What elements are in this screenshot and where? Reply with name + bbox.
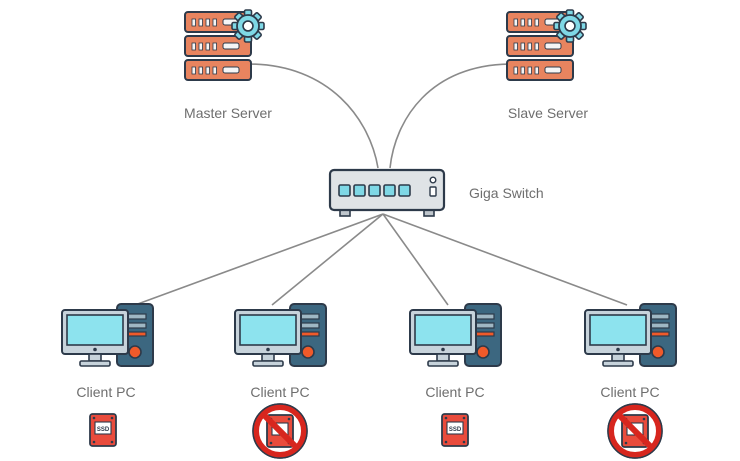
link-switch-client-1 <box>134 213 384 306</box>
client-pc-label-1: Client PC <box>76 384 136 400</box>
link-master-switch <box>247 63 379 169</box>
network-switch-icon <box>328 168 446 217</box>
link-switch-client-3 <box>382 213 449 306</box>
client-pc-icon <box>409 303 502 367</box>
client-pc-icon <box>234 303 327 367</box>
svg-text:SSD: SSD <box>449 427 462 433</box>
link-slave-switch <box>389 63 513 169</box>
master-server-icon <box>184 9 265 81</box>
ssd-icon: SSD <box>89 413 117 447</box>
links <box>134 63 628 306</box>
client-pc-icon <box>584 303 677 367</box>
link-switch-client-2 <box>271 213 384 306</box>
master-server-label: Master Server <box>184 105 272 121</box>
client-pc-icon <box>61 303 154 367</box>
no-ssd-icon <box>607 403 663 459</box>
slave-server-icon <box>506 9 587 81</box>
client-pc-label-2: Client PC <box>250 384 310 400</box>
slave-server-label: Slave Server <box>507 105 589 121</box>
svg-text:SSD: SSD <box>97 427 110 433</box>
no-ssd-icon <box>252 403 308 459</box>
ssd-icon: SSD <box>441 413 469 447</box>
client-pc-label-4: Client PC <box>600 384 660 400</box>
client-pc-label-3: Client PC <box>425 384 485 400</box>
link-switch-client-4 <box>382 213 628 306</box>
switch-label: Giga Switch <box>469 185 544 201</box>
